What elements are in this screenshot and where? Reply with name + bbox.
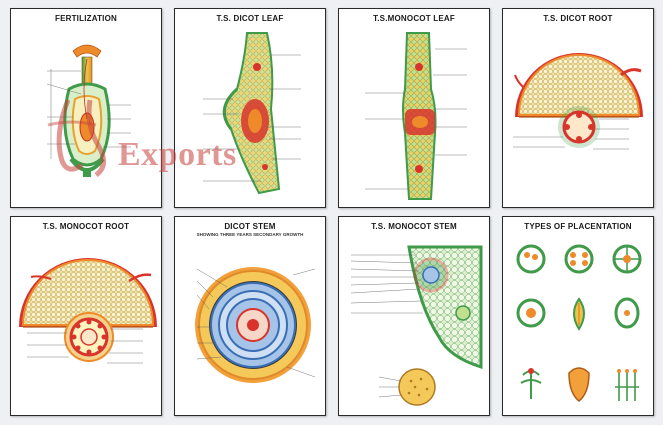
fertilization-illustration xyxy=(46,44,131,177)
chart-card-dicot-root: T.S. DICOT ROOT xyxy=(502,8,654,208)
monocot-leaf-illustration xyxy=(365,32,467,200)
chart-card-dicot-leaf: T.S. DICOT LEAF xyxy=(174,8,326,208)
dicot-stem-illustration xyxy=(195,267,316,383)
card-title: T.S. MONOCOT STEM xyxy=(371,222,457,231)
chart-card-monocot-root: T.S. MONOCOT ROOT xyxy=(10,216,162,416)
monocot-root-illustration xyxy=(19,258,157,364)
dicot-root-illustration xyxy=(513,53,643,150)
placentation-illustration xyxy=(516,244,642,402)
card-title: TYPES OF PLACENTATION xyxy=(524,222,632,231)
monocot-stem-illustration xyxy=(350,245,483,406)
chart-card-monocot-leaf: T.S.MONOCOT LEAF xyxy=(338,8,490,208)
chart-card-monocot-stem: T.S. MONOCOT STEM xyxy=(338,216,490,416)
card-title: T.S. MONOCOT ROOT xyxy=(42,222,130,231)
chart-card-fertilization: FERTILIZATION xyxy=(10,8,162,208)
card-title: T.S.MONOCOT LEAF xyxy=(373,14,455,23)
chart-card-dicot-stem: DICOT STEM SHOWING THREE YEARS SECONDARY… xyxy=(174,216,326,416)
card-subtitle: SHOWING THREE YEARS SECONDARY GROWTH xyxy=(196,232,304,237)
chart-card-placentation: TYPES OF PLACENTATION xyxy=(502,216,654,416)
dicot-leaf-illustration xyxy=(203,32,301,195)
watermark-text: Exports xyxy=(118,136,237,173)
card-title: T.S. DICOT LEAF xyxy=(216,14,284,23)
card-title: T.S. DICOT ROOT xyxy=(543,14,613,23)
card-title: FERTILIZATION xyxy=(55,14,117,23)
card-title: DICOT STEM xyxy=(224,222,276,231)
